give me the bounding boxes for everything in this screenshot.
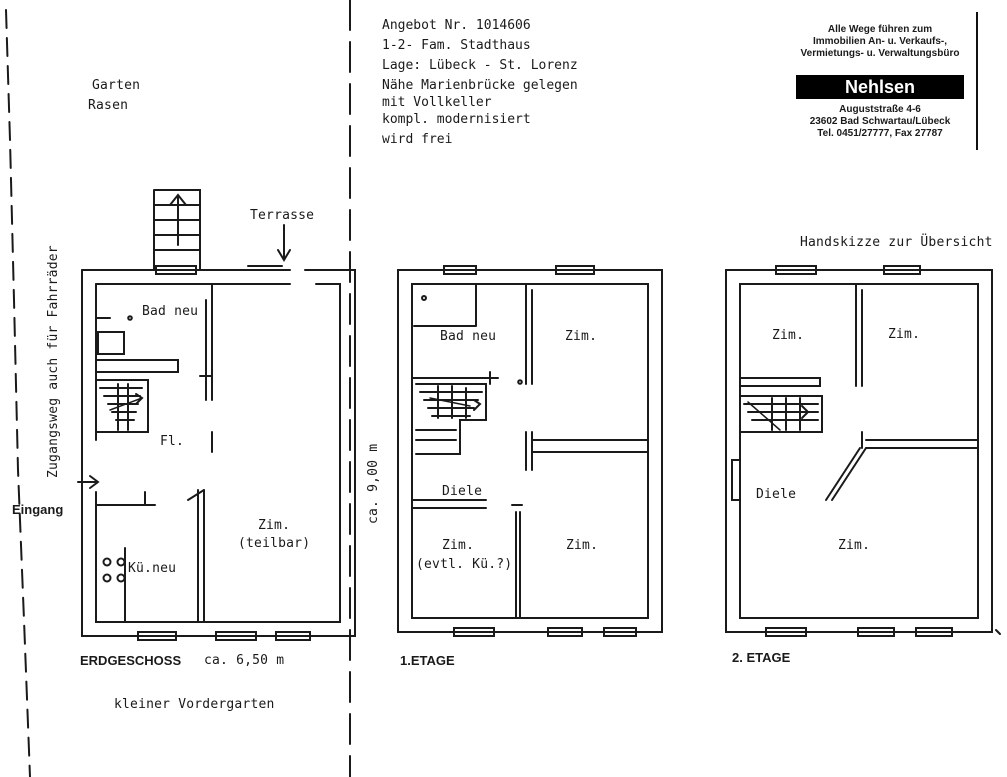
agency-brand: Nehlsen [796, 75, 964, 99]
second-floor-walls [725, 265, 1001, 637]
offer-line: Angebot Nr. 1014606 [382, 18, 531, 33]
ground-living-note: (teilbar) [238, 536, 311, 551]
second-room-bottom-label: Zim. [838, 538, 871, 553]
first-room-left-label: Zim. [442, 538, 475, 553]
width-dimension: ca. 6,50 m [204, 653, 285, 668]
first-room-left-note: (evtl. Kü.?) [416, 557, 513, 572]
first-room-right-label: Zim. [566, 538, 599, 553]
ground-bath-label: Bad neu [142, 304, 199, 319]
left-property-boundary [5, 9, 31, 777]
ground-floor-walls [77, 189, 356, 641]
agency-slogan: Vermietungs- u. Verwaltungsbüro [800, 48, 960, 59]
entrance-label: Eingang [12, 502, 64, 517]
offer-line: 1-2- Fam. Stadthaus [382, 38, 531, 53]
garden-label: Garten [92, 78, 141, 93]
first-floor-walls [397, 265, 663, 637]
second-room-top-left-label: Zim. [772, 328, 805, 343]
second-room-top-right-label: Zim. [888, 327, 921, 342]
offer-description: Angebot Nr. 1014606 1-2- Fam. Stadthaus … [382, 16, 578, 150]
agency-street: Auguststraße 4-6 [839, 104, 921, 115]
ground-kitchen-label: Kü.neu [128, 561, 177, 576]
sketch-note: Handskizze zur Übersicht [800, 235, 993, 250]
first-landing-label: Diele [442, 484, 483, 499]
agency-city: 23602 Bad Schwartau/Lübeck [809, 116, 951, 127]
lawn-label: Rasen [88, 98, 129, 113]
offer-line: kompl. modernisiert [382, 112, 531, 127]
first-bath-label: Bad neu [440, 329, 497, 344]
depth-dimension: ca. 9,00 m [366, 443, 381, 524]
second-landing-label: Diele [756, 487, 797, 502]
agency-slogan: Alle Wege führen zum [827, 24, 933, 35]
offer-line: wird frei [382, 132, 453, 147]
first-floor-title: 1.ETAGE [400, 653, 455, 668]
offer-line: Nähe Marienbrücke gelegen [382, 78, 578, 93]
side-path-label: Zugangsweg auch für Fahrräder [46, 245, 61, 478]
terrace-label: Terrasse [250, 208, 315, 223]
front-garden-label: kleiner Vordergarten [114, 697, 275, 712]
second-floor-title: 2. ETAGE [732, 650, 791, 665]
first-room-top-label: Zim. [565, 329, 598, 344]
ground-floor-title: ERDGESCHOSS [80, 653, 182, 668]
agency-slogan: Immobilien An- u. Verkaufs-, [812, 36, 948, 47]
agency-phone: Tel. 0451/27777, Fax 27787 [817, 128, 943, 139]
offer-line: mit Vollkeller [382, 95, 492, 110]
agency-logo: Alle Wege führen zum Immobilien An- u. V… [784, 12, 978, 150]
offer-line: Lage: Lübeck - St. Lorenz [382, 58, 578, 73]
ground-living-label: Zim. [258, 518, 291, 533]
ground-hall-label: Fl. [160, 434, 185, 449]
